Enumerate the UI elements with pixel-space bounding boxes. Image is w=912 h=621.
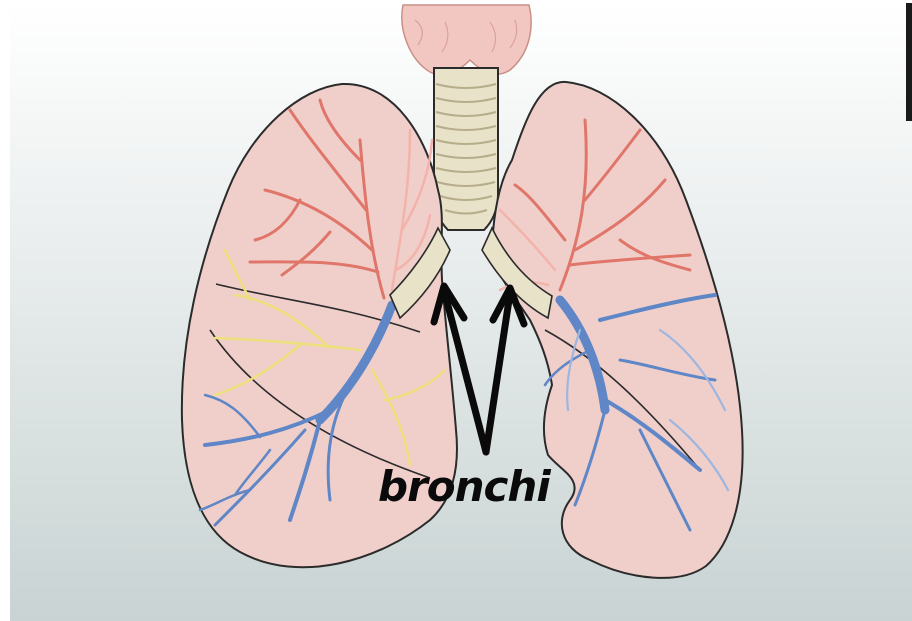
frame-edge-right — [906, 3, 912, 121]
trachea — [434, 68, 498, 230]
bronchi-label: bronchi — [378, 462, 554, 512]
